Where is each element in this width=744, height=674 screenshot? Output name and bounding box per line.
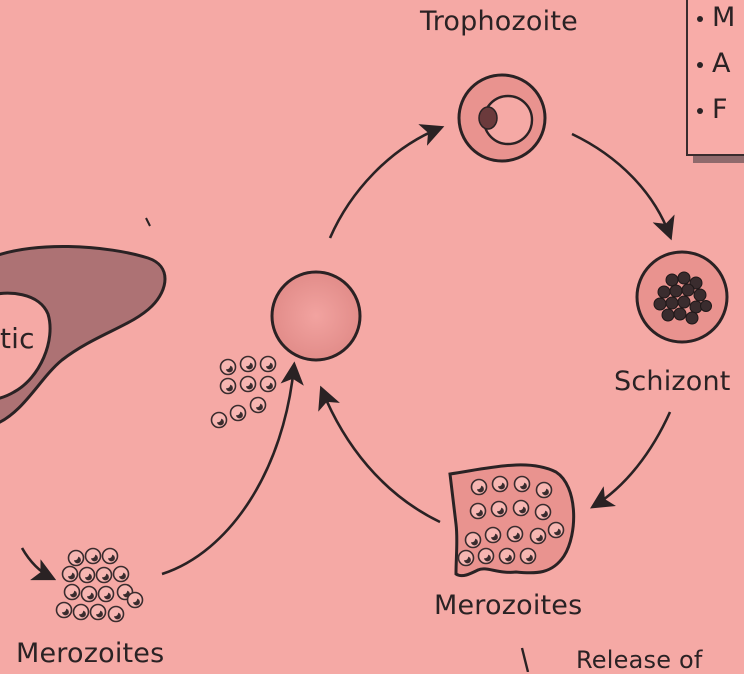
legend-box: M A F [686,0,744,156]
arrow-rbc-to-trophozoite [330,128,440,238]
arrow-merozoites-to-rbc [162,366,294,574]
red-blood-cell-icon [272,272,360,360]
legend-item-text: A [712,48,730,79]
label-merozoites-left: Merozoites [16,638,164,669]
merozoite-cluster-entering [212,357,276,428]
label-hepatic-partial: tic [0,322,35,355]
trophozoite-icon [459,75,545,161]
label-trophozoite: Trophozoite [420,6,578,37]
arrow-liver-to-merozoites [22,548,52,578]
bullet-icon [697,16,703,22]
label-release-partial: Release of [576,646,703,674]
label-schizont: Schizont [614,366,731,397]
arrow-rupture-to-rbc [322,390,440,522]
bullet-icon [697,108,703,114]
schizont-icon [637,252,727,342]
legend-item-text: F [712,94,728,125]
release-bracket [522,648,528,672]
arrow-trophozoite-to-schizont [572,134,670,236]
label-merozoites-right: Merozoites [434,590,582,621]
legend-item: M [712,2,735,33]
legend-item-text: M [712,2,735,33]
legend-item: A [712,48,730,79]
arrow-schizont-to-rupture [594,412,670,506]
rupturing-cell-icon [450,465,574,576]
stray-mark [146,218,150,226]
bullet-icon [697,62,703,68]
merozoite-cluster-left [57,549,143,622]
legend-item: F [712,94,728,125]
